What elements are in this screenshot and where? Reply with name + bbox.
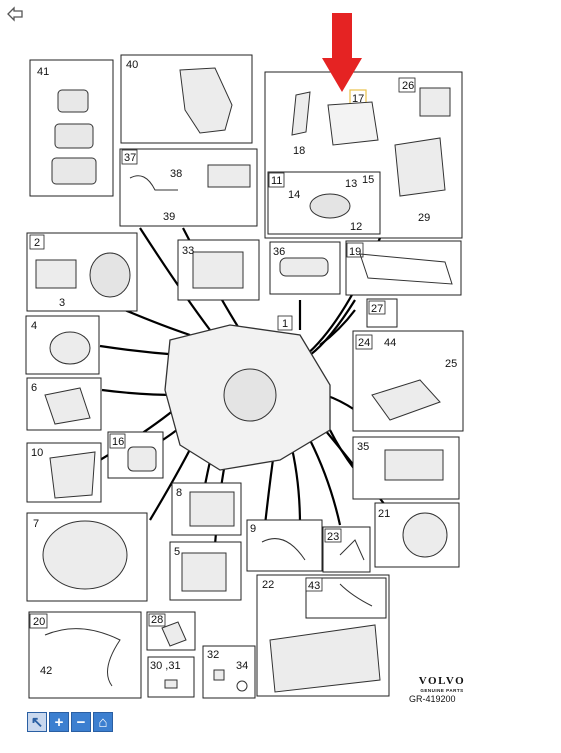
diagram-toolbar: ↖ + − ⌂ bbox=[27, 712, 113, 732]
part-label-37: 37 bbox=[124, 152, 136, 164]
part-label-24: 24 bbox=[358, 337, 370, 349]
part-label-6: 6 bbox=[31, 382, 37, 394]
part-label-39: 39 bbox=[163, 211, 175, 223]
part-label-19: 19 bbox=[349, 246, 361, 258]
figure-reference: GR-419200 bbox=[409, 694, 456, 704]
zoom-out-button[interactable]: − bbox=[71, 712, 91, 732]
select-tool-button[interactable]: ↖ bbox=[27, 712, 47, 732]
part-label-34: 34 bbox=[236, 660, 248, 672]
part-label-1: 1 bbox=[282, 318, 288, 330]
home-button[interactable]: ⌂ bbox=[93, 712, 113, 732]
part-label-21: 21 bbox=[378, 508, 390, 520]
part-labels: 41 40 37 38 39 17 18 26 29 11 14 13 15 1… bbox=[31, 59, 457, 677]
part-label-7: 7 bbox=[33, 518, 39, 530]
part-label-29: 29 bbox=[418, 212, 430, 224]
part-label-4: 4 bbox=[31, 320, 37, 332]
part-label-41: 41 bbox=[37, 66, 49, 78]
part-label-43: 43 bbox=[308, 580, 320, 592]
part-label-28: 28 bbox=[151, 614, 163, 626]
part-label-20: 20 bbox=[33, 616, 45, 628]
brand-logo: VOLVO GENUINE PARTS bbox=[412, 675, 472, 693]
part-label-32: 32 bbox=[207, 649, 219, 661]
part-label-10: 10 bbox=[31, 447, 43, 459]
plus-icon: + bbox=[54, 713, 64, 731]
part-drawings bbox=[35, 67, 453, 693]
part-label-3: 3 bbox=[59, 297, 65, 309]
part-label-26: 26 bbox=[402, 80, 414, 92]
part-label-42: 42 bbox=[40, 665, 52, 677]
zoom-in-button[interactable]: + bbox=[49, 712, 69, 732]
minus-icon: − bbox=[76, 713, 86, 731]
part-label-15: 15 bbox=[362, 174, 374, 186]
part-label-12: 12 bbox=[350, 221, 362, 233]
part-label-36: 36 bbox=[273, 246, 285, 258]
highlight-arrow-icon bbox=[322, 13, 362, 92]
part-label-11: 11 bbox=[271, 175, 282, 187]
part-label-35: 35 bbox=[357, 441, 369, 453]
part-label-30-31: 30 ,31 bbox=[150, 660, 181, 672]
number-boxes bbox=[29, 77, 416, 629]
part-label-23: 23 bbox=[327, 531, 339, 543]
part-label-2: 2 bbox=[34, 237, 40, 249]
part-label-17: 17 bbox=[352, 93, 364, 105]
part-label-38: 38 bbox=[170, 168, 182, 180]
pointer-icon: ↖ bbox=[30, 714, 44, 731]
part-label-5: 5 bbox=[174, 546, 180, 558]
part-label-14: 14 bbox=[288, 189, 300, 201]
brand-subtitle: GENUINE PARTS bbox=[420, 688, 464, 693]
part-label-40: 40 bbox=[126, 59, 138, 71]
part-label-16: 16 bbox=[112, 436, 124, 448]
back-arrow-icon[interactable] bbox=[6, 6, 24, 22]
part-label-27: 27 bbox=[371, 303, 383, 315]
part-label-9: 9 bbox=[250, 523, 256, 535]
part-label-22: 22 bbox=[262, 579, 274, 591]
part-label-8: 8 bbox=[176, 487, 182, 499]
part-label-33: 33 bbox=[182, 245, 194, 257]
part-label-44: 44 bbox=[384, 337, 396, 349]
part-label-18: 18 bbox=[293, 145, 305, 157]
part-label-25: 25 bbox=[445, 358, 457, 370]
home-icon: ⌂ bbox=[98, 713, 108, 731]
part-label-13: 13 bbox=[345, 178, 357, 190]
brand-name: VOLVO bbox=[418, 675, 466, 687]
